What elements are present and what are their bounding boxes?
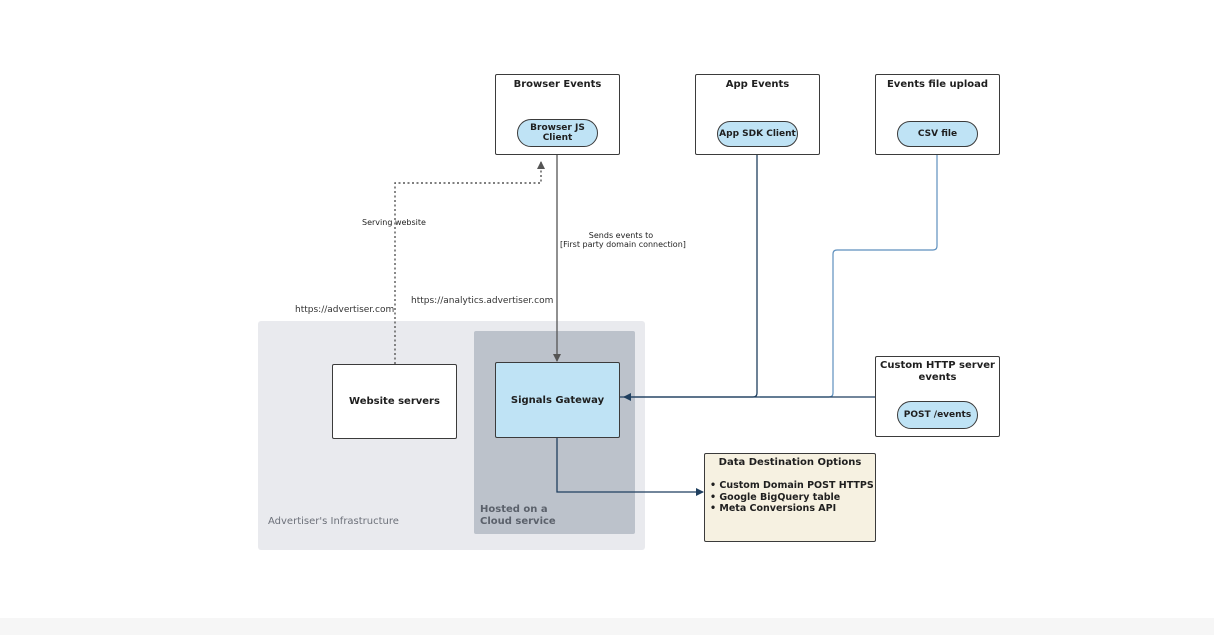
post-events-label: POST /events — [903, 410, 972, 420]
app-events-box: App Events App SDK Client — [695, 74, 820, 155]
data-destination-title: Data Destination Options — [718, 457, 862, 468]
file-to-gateway-connector — [760, 146, 938, 398]
sends-events-line: Sends events to — [588, 231, 654, 240]
gateway-to-destination-connector — [556, 438, 704, 496]
page-bottom-band — [0, 618, 1214, 635]
browser-events-title: Browser Events — [513, 79, 602, 90]
serving-website-connector — [394, 161, 545, 364]
app-sdk-client-pill: App SDK Client — [717, 121, 798, 147]
events-file-upload-box: Events file upload CSV file — [875, 74, 1000, 155]
signals-gateway-box: Signals Gateway — [495, 362, 620, 438]
advertiser-infrastructure-label: Advertiser's Infrastructure — [268, 516, 399, 527]
browser-js-client-label: Browser JS Client — [530, 123, 585, 143]
destination-options-list: • Custom Domain POST HTTPS • Google BigQ… — [710, 480, 874, 515]
sends-events-label: Sends events to [First party domain conn… — [560, 231, 686, 249]
signals-gateway-label: Signals Gateway — [510, 394, 605, 406]
custom-http-events-box: Custom HTTP server events POST /events — [875, 356, 1000, 437]
browser-events-box: Browser Events Browser JS Client — [495, 74, 620, 155]
first-party-connection-line: [First party domain connection] — [560, 240, 686, 249]
custom-http-events-title: Custom HTTP server events — [880, 360, 995, 383]
analytics-url-label: https://analytics.advertiser.com — [411, 296, 554, 306]
csv-file-label: CSV file — [917, 129, 958, 139]
website-servers-label: Website servers — [349, 396, 440, 407]
events-file-upload-title: Events file upload — [886, 79, 989, 90]
destination-option: • Custom Domain POST HTTPS — [710, 480, 874, 491]
destination-option: • Google BigQuery table — [710, 491, 841, 503]
data-destination-box: Data Destination Options • Custom Domain… — [704, 453, 876, 542]
advertiser-url-label: https://advertiser.com — [295, 305, 395, 315]
destination-option: • Meta Conversions API — [710, 503, 837, 514]
website-servers-box: Website servers — [332, 364, 457, 439]
cloud-service-label: Hosted on a Cloud service — [480, 504, 556, 527]
app-sdk-client-label: App SDK Client — [719, 129, 796, 139]
csv-file-pill: CSV file — [897, 121, 978, 147]
app-events-title: App Events — [725, 79, 790, 90]
post-events-pill: POST /events — [897, 401, 978, 429]
serving-website-label: Serving website — [362, 218, 426, 227]
app-to-gateway-connector — [620, 146, 758, 398]
browser-js-client-pill: Browser JS Client — [517, 119, 598, 147]
